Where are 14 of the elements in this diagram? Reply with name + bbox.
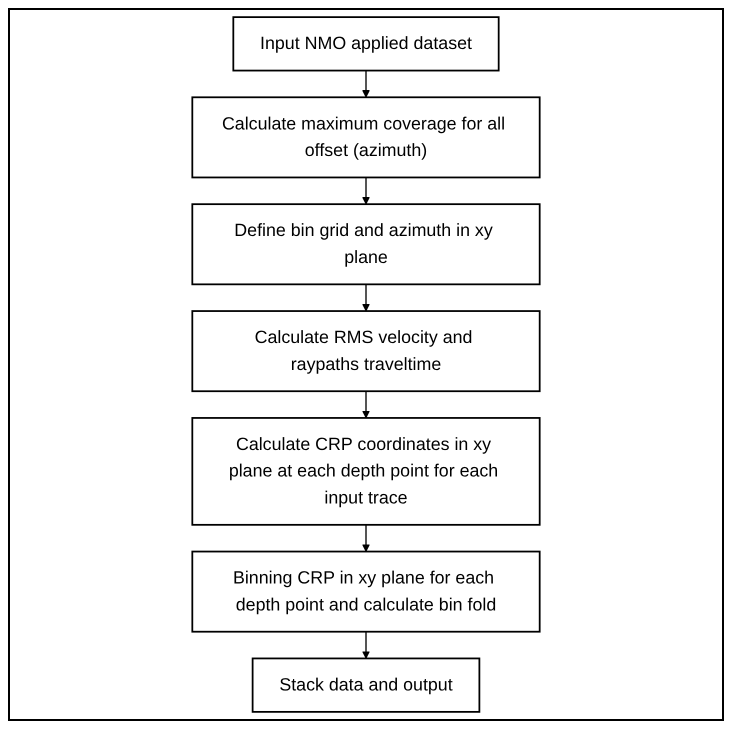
node-box bbox=[191, 550, 541, 633]
node-box bbox=[191, 203, 541, 286]
node-box bbox=[252, 658, 480, 713]
figure-frame: Input NMO applied dataset Calculate maximum coverage for all offset (azimuth) Define bin grid and azimuth in xy plane Calculate RMS velocity and raypaths traveltime Calculate CRP coordinates in xy plane at each depth point for each input trace Binning CRP in xy plane for each depth point and calculate bin fold Stack data and output bbox=[8, 8, 724, 721]
arrow bbox=[362, 524, 370, 552]
node-box bbox=[191, 417, 541, 526]
arrow bbox=[362, 177, 370, 205]
arrow bbox=[362, 391, 370, 418]
node-box bbox=[191, 310, 541, 392]
node-box bbox=[191, 96, 541, 178]
arrow bbox=[362, 70, 370, 98]
node-box bbox=[232, 16, 500, 72]
arrow bbox=[362, 284, 370, 312]
arrow bbox=[362, 632, 370, 659]
